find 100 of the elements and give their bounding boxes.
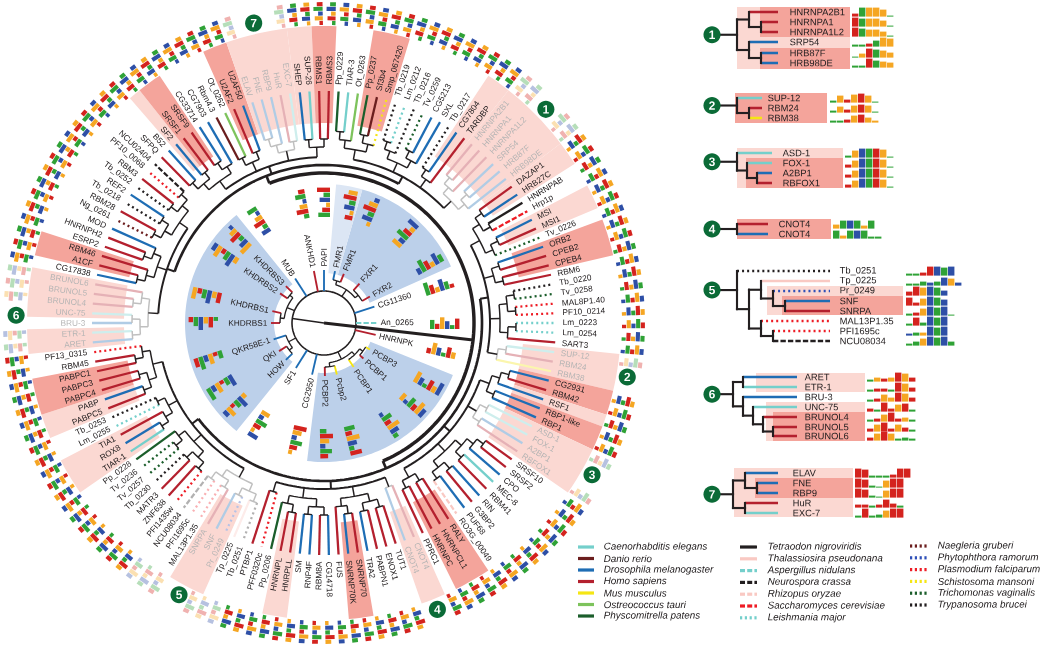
- gene-label: BRUNOL4: [805, 413, 849, 421]
- legend-label: Ostreococcus tauri: [604, 600, 687, 609]
- number-badge: 3: [583, 466, 601, 484]
- number-badge: 3: [703, 153, 721, 171]
- gene-label: PF13_0315: [45, 349, 87, 361]
- gene-label: NCU08034: [840, 337, 886, 345]
- gene-label: BRU-3: [805, 393, 833, 401]
- gene-label: EXC-7: [793, 509, 820, 517]
- gene-label: UNC-75: [805, 403, 838, 411]
- legend-label: Rhizopus oryzae: [768, 589, 841, 599]
- gene-label: ELAV: [793, 469, 816, 477]
- gene-label: SUP-12: [768, 94, 800, 102]
- gene-label: RBM6: [557, 266, 580, 276]
- legend-label: Mus musculus: [604, 589, 667, 597]
- gene-label: HNRNPA2B1: [790, 8, 845, 16]
- gene-label: Tb_0220: [558, 274, 592, 286]
- gene-label: EXC-7: [282, 63, 292, 87]
- number-badge: 7: [245, 14, 263, 32]
- gene-label: BRUNOL4: [47, 297, 86, 306]
- gene-label: HRB87F: [790, 49, 826, 57]
- legend-label: Tetraodon nigroviridis: [768, 542, 862, 552]
- gene-label: Tv_0258: [560, 285, 593, 296]
- legend-label: Thalassiosira pseudonana: [768, 554, 883, 564]
- gene-label: Sf3b4: [376, 70, 387, 91]
- gene-label: FNE: [252, 77, 263, 94]
- gene-label: CPEB4: [555, 254, 582, 266]
- gene-label: MAL13P1.35: [840, 317, 894, 325]
- gene-label: BRUNOL5: [805, 423, 849, 431]
- legend-label: Danio rerio: [604, 554, 652, 563]
- gene-label: PFI1695c: [840, 327, 880, 335]
- gene-label: HuR: [793, 499, 811, 507]
- number-badge: 1: [703, 26, 721, 44]
- gene-label: SNRNP70K: [346, 560, 357, 604]
- gene-label: Ot_0263: [355, 55, 366, 87]
- legend-label: Plasmodium falciparum: [938, 565, 1040, 575]
- legend-label: Trichomonas vaginalis: [938, 588, 1035, 598]
- gene-label: HNRPLL: [281, 559, 292, 592]
- legend-label: Saccharomyces cerevisiae: [767, 601, 885, 611]
- legend-label: Aspergillus nidulans: [767, 566, 856, 576]
- gene-label: Lm_0223: [563, 319, 597, 327]
- gene-label: SART3: [562, 340, 588, 348]
- gene-label: CNOT4: [779, 220, 811, 228]
- gene-label: TUT1: [395, 549, 407, 571]
- number-badge: 4: [428, 600, 446, 618]
- gene-label: RBM24: [768, 104, 799, 112]
- gene-label: HNRNPL: [270, 558, 283, 591]
- gene-label: PF10_0214: [563, 307, 605, 316]
- gene-label: SNRPA: [840, 307, 872, 315]
- gene-label: PABPC1: [59, 370, 91, 382]
- gene-label: SM: [295, 560, 302, 573]
- legend-label: Trypanosoma brucei: [938, 600, 1028, 610]
- gene-label: SHEP: [294, 63, 302, 86]
- gene-label: SUP-26: [304, 56, 312, 85]
- gene-label: FNE: [793, 479, 811, 487]
- number-badge: 6: [7, 306, 25, 324]
- gene-label: ASD-1: [782, 149, 810, 157]
- gene-label: ETR-1: [62, 330, 86, 337]
- gene-label: MAL8P1.40: [562, 296, 605, 306]
- number-badge: 5: [170, 586, 188, 604]
- gene-label: CNOT4: [779, 230, 811, 238]
- gene-label: FUS: [336, 561, 343, 578]
- number-badge: 2: [618, 368, 636, 386]
- number-badge: 5: [703, 281, 721, 299]
- gene-label: ELAV: [241, 76, 253, 96]
- gene-label: RBMS1: [315, 56, 322, 85]
- gene-label: Pr_0249: [840, 286, 875, 296]
- number-badge: 2: [703, 96, 721, 115]
- gene-label: ETR-1: [805, 383, 832, 391]
- gene-label: RNP4F: [304, 561, 312, 588]
- legend-label: Physcomitrella patens: [604, 611, 700, 621]
- legend-label: Caenorhabditis elegans: [604, 542, 708, 552]
- gene-label: RBM45: [61, 360, 89, 371]
- gene-label: A2BP1: [782, 169, 812, 177]
- gene-label: BRUNOL5: [48, 285, 87, 296]
- number-badge: 6: [703, 385, 721, 403]
- gene-label: HuR: [273, 72, 282, 89]
- gene-label: RBP9: [261, 69, 272, 91]
- legend-label: Schistosoma mansoni: [937, 577, 1035, 586]
- number-badge: 7: [703, 485, 721, 503]
- legend-label: Homo sapiens: [604, 576, 667, 587]
- legend-label: Naegleria gruberi: [938, 541, 1014, 551]
- gene-label: RBM38: [557, 370, 585, 381]
- legend-label: Neurospora crassa: [768, 578, 851, 587]
- gene-label: TRA2: [366, 557, 376, 579]
- number-badge: 4: [703, 220, 721, 238]
- gene-label: RBM8A: [315, 561, 322, 590]
- gene-label: RBMS3: [326, 56, 333, 84]
- gene-label: CG14718: [326, 562, 333, 597]
- gene-label: BRUNOL6: [50, 274, 89, 286]
- gene-label: SRP54: [790, 38, 819, 46]
- gene-label: Tp_0225: [839, 276, 877, 286]
- gene-label: BRU-3: [61, 320, 85, 326]
- gene-label: ARET: [64, 340, 86, 348]
- gene-label: RBP9: [793, 489, 817, 497]
- legend-label: Drosophila melanogaster: [604, 565, 714, 575]
- gene-label: SNF: [840, 297, 858, 305]
- gene-label: FOX-1: [783, 159, 810, 167]
- gene-label: HNRNPA1L2: [790, 28, 844, 36]
- gene-label: RBFOX1: [783, 179, 820, 187]
- legend-label: Leishmania major: [768, 613, 846, 623]
